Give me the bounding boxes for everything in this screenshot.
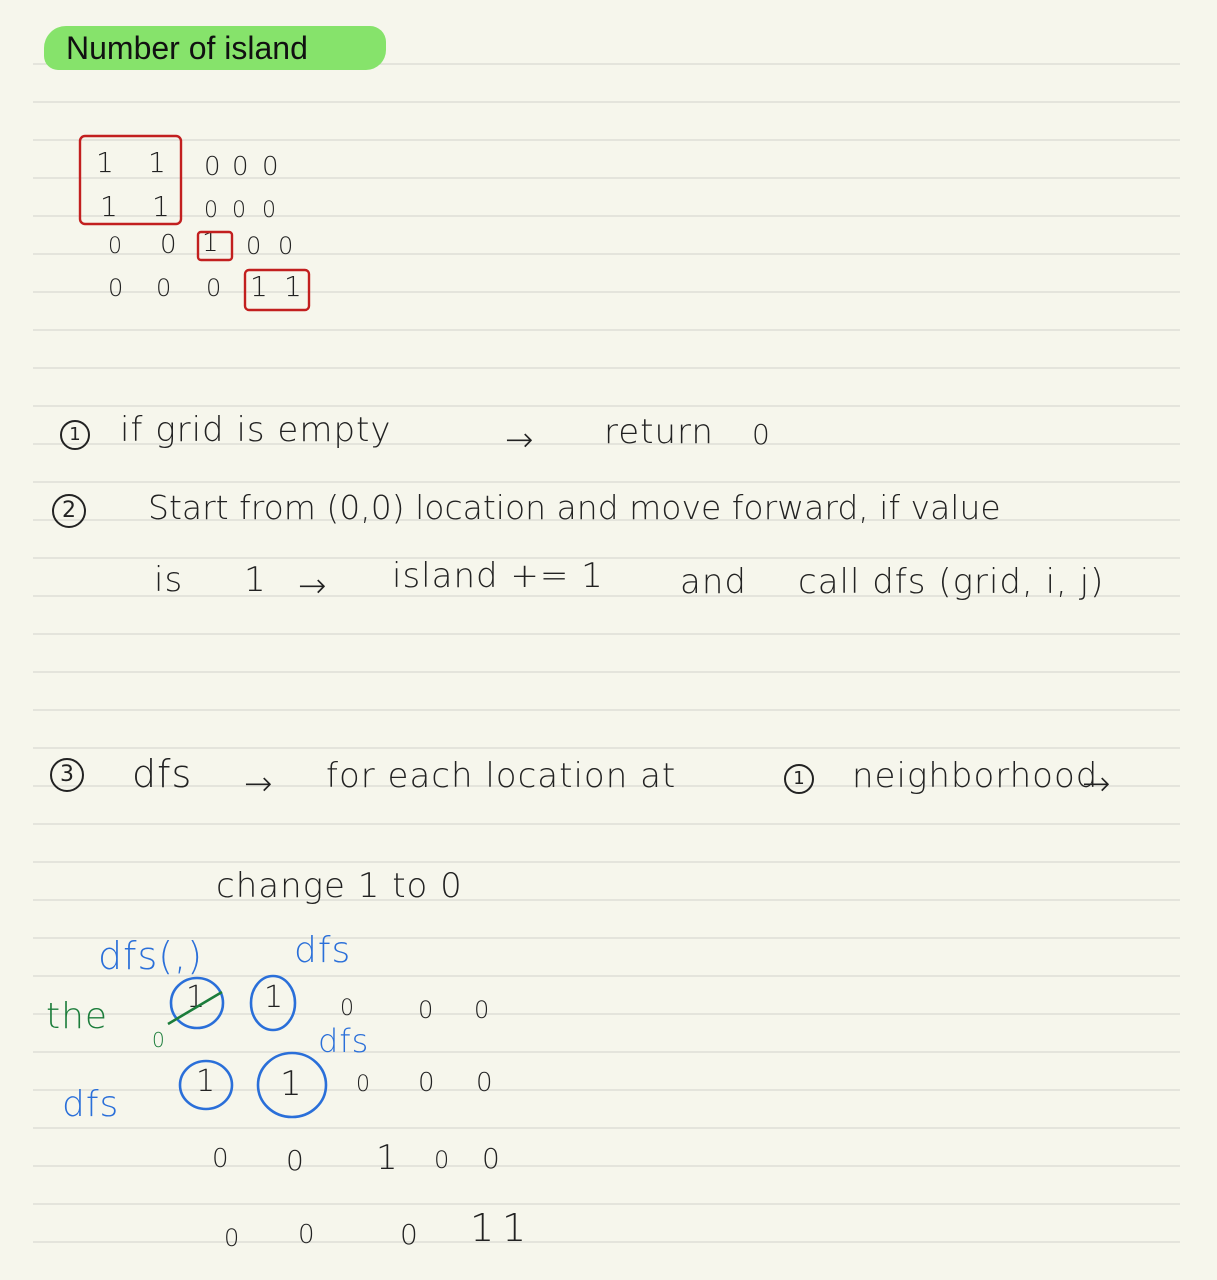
grid-cell: 0 (262, 198, 276, 223)
grid-cell: 1 (376, 1138, 398, 1178)
dfs-mid-label: dfs (318, 1022, 370, 1060)
grid-cell: 0 (482, 1142, 500, 1175)
strike-through (167, 990, 223, 1026)
grid-cell: 1 (264, 980, 284, 1015)
step-2-line-1: Start from (0,0) location and move forwa… (148, 488, 1001, 527)
visited-circle (249, 974, 297, 1032)
small-zero-label: 0 (152, 1028, 165, 1052)
step-3-text: for each location at (326, 756, 677, 796)
step-1-return: return (604, 412, 714, 452)
grid-cell: 0 (108, 234, 122, 259)
grid-cell: 0 (278, 232, 294, 260)
page-title: Number of island (66, 30, 308, 66)
visited-circle (178, 1059, 234, 1111)
grid-cell: 0 (418, 1068, 435, 1098)
grid-cell: 1 (502, 1206, 527, 1250)
step-2-island-increment: island += 1 (392, 556, 604, 596)
grid-cell: 0 (224, 1224, 240, 1252)
step-2-dfs-call: call dfs (grid, i, j) (798, 562, 1105, 602)
grid-cell: 1 (250, 270, 268, 303)
grid-cell: 0 (212, 1144, 229, 1174)
arrow-icon: → (298, 566, 328, 606)
step-1-value: 0 (752, 418, 771, 451)
grid-cell: 1 (152, 190, 170, 223)
step-2-and: and (680, 562, 747, 602)
dfs-call-label: dfs(,) (98, 934, 204, 978)
grid-cell: 0 (160, 230, 177, 260)
grid-cell: 0 (356, 1072, 370, 1097)
visited-circle (256, 1051, 328, 1119)
grid-cell: 0 (156, 274, 172, 302)
grid-cell: 0 (476, 1068, 493, 1098)
step-2-is: is (154, 560, 184, 600)
step-number-1: 1 (60, 420, 90, 450)
arrow-icon: → (1082, 764, 1112, 804)
grid-cell: 1 (100, 190, 118, 223)
grid-cell: 1 (202, 228, 219, 258)
step-3-change: change 1 to 0 (216, 866, 463, 906)
step-number-3: 3 (50, 758, 84, 792)
dfs-left-label: dfs (62, 1084, 120, 1125)
grid-cell: 0 (418, 996, 434, 1024)
grid-cell: 0 (340, 996, 354, 1021)
grid-cell: 1 (148, 146, 166, 179)
grid-cell: 0 (262, 152, 279, 182)
grid-cell: 0 (400, 1218, 418, 1251)
island-box (196, 230, 234, 262)
grid-cell: 1 (284, 270, 302, 303)
grid-cell: 0 (286, 1144, 304, 1177)
grid-cell: 0 (232, 198, 246, 223)
step-2-one: 1 (244, 560, 267, 600)
grid-cell: 1 (280, 1064, 302, 1104)
dfs-right-label: dfs (294, 930, 352, 971)
visited-circle (169, 976, 225, 1030)
grid-cell: 0 (232, 152, 249, 182)
step-1-condition: if grid is empty (120, 410, 392, 450)
grid-cell: 1 (196, 1064, 216, 1099)
title-highlight (44, 26, 386, 70)
step-3-dfs: dfs (132, 752, 193, 796)
grid-cell: 0 (298, 1220, 315, 1250)
title-block: Number of island (44, 22, 386, 74)
island-box (78, 134, 183, 226)
arrow-icon: → (505, 420, 535, 460)
grid-cell: 1 (96, 146, 114, 179)
step-3-ref-number: 1 (784, 764, 814, 794)
grid-cell: 0 (434, 1146, 450, 1174)
grid-cell: 0 (204, 198, 218, 223)
grid-cell: 0 (246, 232, 262, 260)
the-label: the (46, 996, 109, 1037)
step-3-neighborhood: neighborhood (852, 756, 1099, 796)
island-box (243, 268, 311, 312)
grid-cell: 1 (470, 1206, 495, 1250)
grid-cell: 0 (204, 152, 221, 182)
arrow-icon: → (244, 764, 274, 804)
grid-cell: 0 (108, 274, 124, 302)
grid-cell: 0 (206, 274, 222, 302)
grid-cell: 0 (474, 996, 490, 1024)
step-number-2: 2 (52, 494, 86, 528)
